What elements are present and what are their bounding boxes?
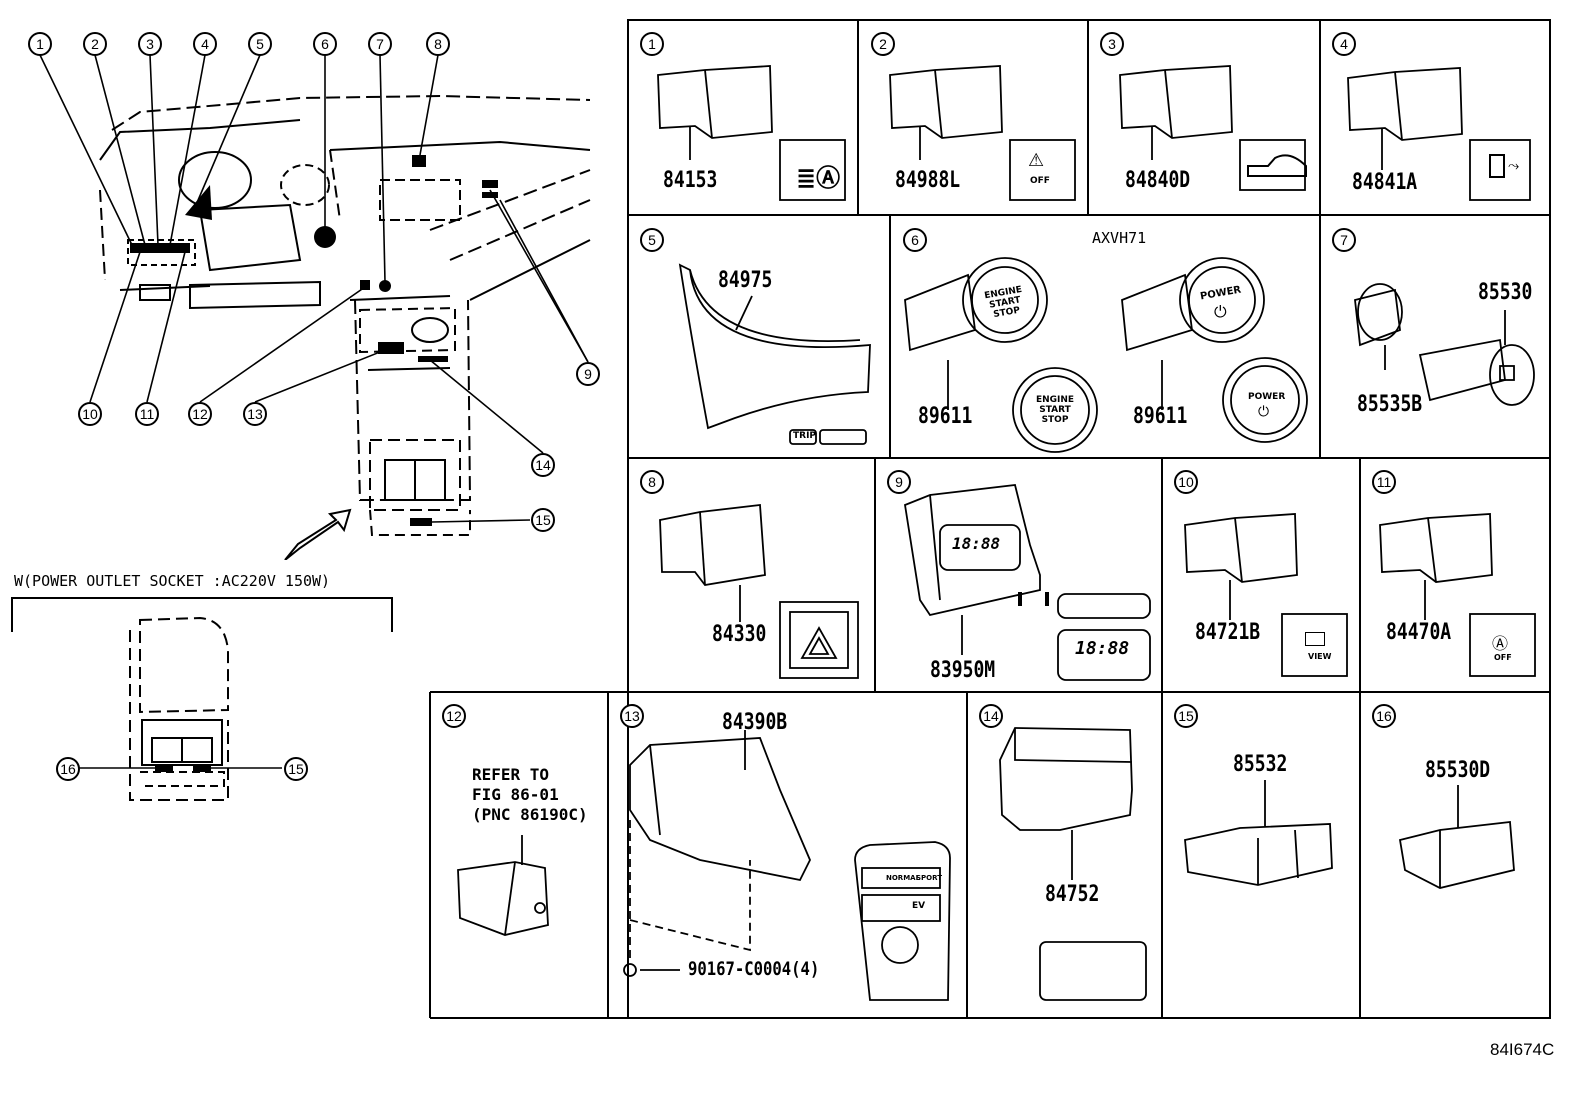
trunk-open-icon	[1258, 148, 1268, 150]
callout-8[interactable]: 8	[426, 32, 450, 56]
callout-7[interactable]: 7	[368, 32, 392, 56]
engine-start-stop-label-small: ENGINE START STOP	[1035, 395, 1075, 425]
cell-callout-11[interactable]: 11	[1372, 470, 1396, 494]
view-icon-text: VIEW	[1308, 652, 1332, 661]
refer-note: REFER TO FIG 86-01 (PNC 86190C)	[472, 765, 588, 825]
part-number-84153[interactable]: 84153	[663, 168, 718, 193]
cell-callout-8[interactable]: 8	[640, 470, 664, 494]
trip-text: TRIP	[793, 431, 817, 441]
part-number-84330[interactable]: 84330	[712, 622, 767, 647]
part-number-84721B[interactable]: 84721B	[1195, 620, 1261, 645]
callout-12[interactable]: 12	[188, 402, 212, 426]
vsc-off-icon: ⚠	[1028, 150, 1045, 171]
callout-6[interactable]: 6	[313, 32, 337, 56]
part-number-84841A[interactable]: 84841A	[1352, 170, 1418, 195]
inset-title: W(POWER OUTLET SOCKET :AC220V 150W)	[14, 572, 331, 590]
callout-2[interactable]: 2	[83, 32, 107, 56]
callout-11[interactable]: 11	[135, 402, 159, 426]
power-outlet-inset-drawing	[11, 597, 393, 801]
cell-callout-15[interactable]: 15	[1174, 704, 1198, 728]
callout-3[interactable]: 3	[138, 32, 162, 56]
part-number-85535B[interactable]: 85535B	[1357, 392, 1423, 417]
inset-callout-15[interactable]: 15	[284, 757, 308, 781]
cell-callout-10[interactable]: 10	[1174, 470, 1198, 494]
view-icon	[1305, 632, 1325, 646]
power-symbol-small-icon: ⏻	[1258, 404, 1270, 420]
cell-callout-3[interactable]: 3	[1100, 32, 1124, 56]
cell-callout-5[interactable]: 5	[640, 228, 664, 252]
part-number-84470A[interactable]: 84470A	[1386, 620, 1452, 645]
auto-off-icon: Ⓐ	[1492, 634, 1509, 653]
diagram-code: 84I674C	[1490, 1040, 1555, 1059]
part-number-84840D[interactable]: 84840D	[1125, 168, 1191, 193]
power-label-small: POWER	[1248, 392, 1286, 402]
callout-15[interactable]: 15	[531, 508, 555, 532]
headlamp-leveling-icon: ≣Ⓐ	[796, 164, 841, 192]
stop-text-2: STOP	[1041, 415, 1069, 425]
hazard-icon	[802, 626, 838, 662]
vsc-off-text: OFF	[1030, 176, 1050, 186]
part-number-84975[interactable]: 84975	[718, 268, 773, 293]
cell-callout-16[interactable]: 16	[1372, 704, 1396, 728]
part-number-89611-engine[interactable]: 89611	[918, 404, 973, 429]
callout-1[interactable]: 1	[28, 32, 52, 56]
refer-line-2: FIG 86-01	[472, 785, 559, 804]
auto-off-icon-text: OFF	[1494, 653, 1512, 662]
normal-mode-label: NORMAL	[886, 874, 921, 882]
part-number-85532[interactable]: 85532	[1233, 752, 1288, 777]
cell-callout-1[interactable]: 1	[640, 32, 664, 56]
part-number-89611-power[interactable]: 89611	[1133, 404, 1188, 429]
part-number-83950M[interactable]: 83950M	[930, 658, 996, 683]
dashboard-overview-drawing	[39, 54, 591, 560]
part-number-84988L[interactable]: 84988L	[895, 168, 961, 193]
cell-callout-6[interactable]: 6	[903, 228, 927, 252]
fuel-door-icon: ⤳	[1508, 158, 1520, 174]
part-number-85530[interactable]: 85530	[1478, 280, 1533, 305]
clock-display-large: 18:88	[952, 534, 1001, 553]
callout-5[interactable]: 5	[248, 32, 272, 56]
refer-line-1: REFER TO	[472, 765, 550, 784]
model-label: AXVH71	[1092, 229, 1147, 247]
cell-callout-7[interactable]: 7	[1332, 228, 1356, 252]
cell-callout-12[interactable]: 12	[442, 704, 466, 728]
cell-callout-13[interactable]: 13	[620, 704, 644, 728]
part-number-84390B[interactable]: 84390B	[722, 710, 788, 735]
callout-13[interactable]: 13	[243, 402, 267, 426]
cell-callout-2[interactable]: 2	[871, 32, 895, 56]
callout-14[interactable]: 14	[531, 453, 555, 477]
part-number-84752[interactable]: 84752	[1045, 882, 1100, 907]
start-text-2: START	[1039, 405, 1071, 415]
sport-mode-label: SPORT	[916, 874, 942, 882]
refer-line-3: (PNC 86190C)	[472, 805, 588, 824]
cell-callout-9[interactable]: 9	[887, 470, 911, 494]
part-number-85530D[interactable]: 85530D	[1425, 758, 1491, 783]
engine-text-2: ENGINE	[1035, 395, 1075, 405]
clock-display-small: 18:88	[1075, 638, 1130, 659]
callout-4[interactable]: 4	[193, 32, 217, 56]
screw-part-number[interactable]: 90167-C0004(4)	[688, 958, 820, 980]
power-symbol-large-icon: ⏻	[1214, 302, 1227, 321]
callout-10[interactable]: 10	[78, 402, 102, 426]
inset-callout-16[interactable]: 16	[56, 757, 80, 781]
cell-callout-4[interactable]: 4	[1332, 32, 1356, 56]
callout-9[interactable]: 9	[576, 362, 600, 386]
cell-callout-14[interactable]: 14	[979, 704, 1003, 728]
ev-mode-label: EV	[912, 901, 926, 911]
